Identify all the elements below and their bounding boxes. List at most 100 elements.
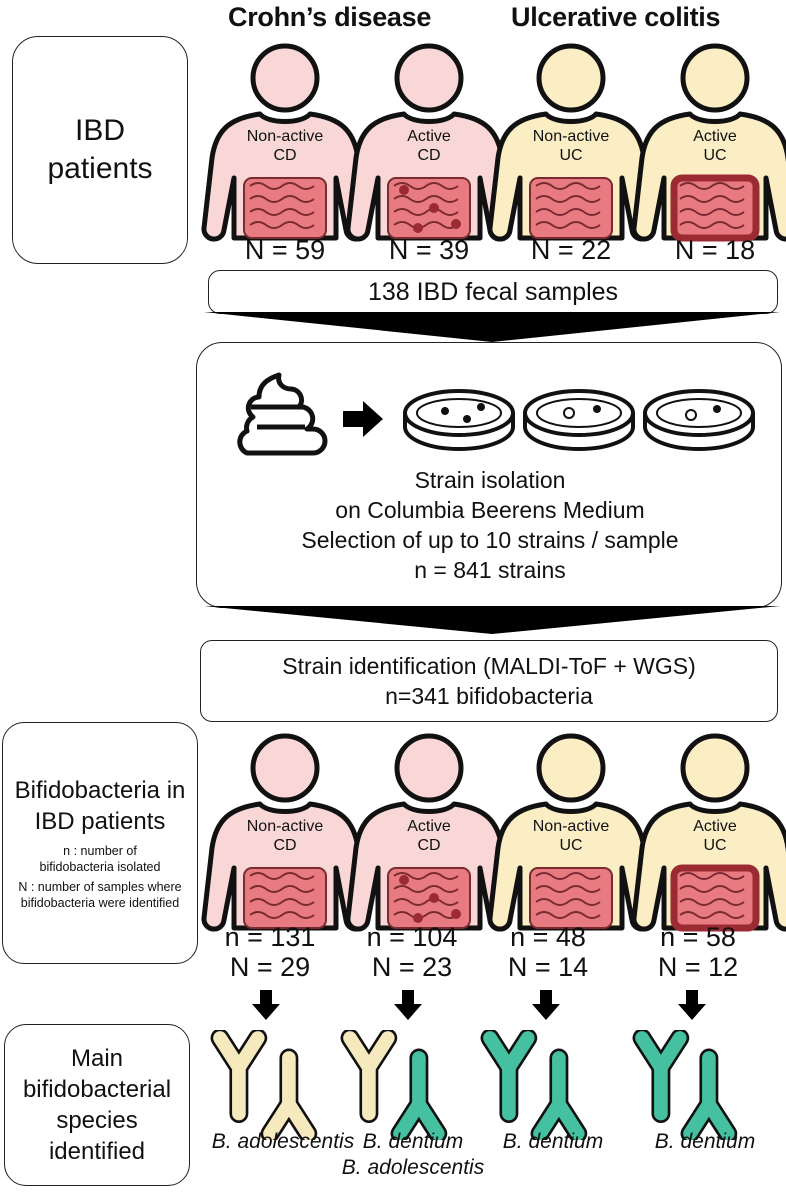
- down-arrow-icon: [532, 990, 560, 1020]
- bifido-n-2: n = 104: [366, 922, 458, 952]
- bacteria-icon: [390, 1048, 448, 1140]
- bifido-title: Bifidobacteria in IBD patients: [14, 777, 186, 835]
- ibd-patients-label: IBD patients: [47, 114, 153, 185]
- ibd-patients-box: IBD patients: [12, 36, 188, 264]
- bacteria-icon: [260, 1048, 318, 1140]
- species-icons: [210, 1030, 738, 1140]
- down-arrow-icon: [678, 990, 706, 1020]
- identification-line-2: n=341 bifidobacteria: [385, 683, 593, 709]
- group-label: UC: [559, 837, 582, 854]
- isolation-text: Strain isolation on Columbia Beerens Med…: [197, 465, 783, 585]
- right-arrow-icon: [343, 401, 383, 437]
- intestine-icon: [387, 867, 471, 929]
- intestine-icon: [243, 867, 327, 929]
- group-label: Non-active: [247, 128, 324, 145]
- bifido-N-1: N = 29: [229, 952, 311, 982]
- petri-dish-icon: [523, 389, 635, 451]
- bacteria-icon: [530, 1048, 588, 1140]
- bifido-box: Bifidobacteria in IBD patients n : numbe…: [2, 722, 198, 964]
- petri-dish-icon: [403, 389, 515, 451]
- bacteria-icon: [340, 1030, 398, 1124]
- intestine-icon: [529, 867, 613, 929]
- identification-line-1: Strain identification (MALDI-ToF + WGS): [282, 653, 696, 679]
- intestine-icon: [670, 174, 760, 242]
- bifido-n-3: n = 48: [510, 922, 586, 952]
- group-label: Non-active: [247, 818, 324, 835]
- species-label-3: B. dentium: [502, 1130, 604, 1153]
- group-label: Active: [693, 818, 737, 835]
- bifido-N-3: N = 14: [507, 952, 589, 982]
- chevron-arrow-1: [204, 312, 780, 342]
- identification-box: Strain identification (MALDI-ToF + WGS) …: [200, 640, 778, 722]
- bifido-count-2: n = 104 N = 23: [332, 922, 492, 982]
- bacteria-icon: [632, 1030, 690, 1124]
- bifido-n-4: n = 58: [660, 922, 736, 952]
- chevron-arrow-2: [204, 606, 780, 634]
- isolation-box: Strain isolation on Columbia Beerens Med…: [196, 342, 782, 608]
- group-label: UC: [703, 147, 726, 164]
- isolation-line-3: Selection of up to 10 strains / sample: [301, 527, 679, 553]
- down-arrow-icon: [394, 990, 422, 1020]
- petri-dish-icon: [643, 389, 755, 451]
- count-top-1: N = 59: [244, 235, 326, 265]
- bifido-note-2: N : number of samples where bifidobacter…: [18, 880, 182, 910]
- bifido-n-1: n = 131: [224, 922, 316, 952]
- header-crohns: Crohn’s disease: [228, 2, 432, 32]
- down-arrows: [252, 990, 706, 1020]
- group-label: Non-active: [533, 818, 610, 835]
- intestine-icon: [670, 864, 760, 932]
- isolation-line-2: on Columbia Beerens Medium: [335, 497, 645, 523]
- group-label: CD: [417, 147, 440, 164]
- bacteria-icon: [680, 1048, 738, 1140]
- group-label: UC: [703, 837, 726, 854]
- group-label: Active: [407, 818, 451, 835]
- bacteria-icon: [480, 1030, 538, 1124]
- species-label-2: B. dentium: [362, 1130, 464, 1153]
- bifido-N-4: N = 12: [657, 952, 739, 982]
- bifido-count-1: n = 131 N = 29: [190, 922, 350, 982]
- count-top-4: N = 18: [674, 235, 756, 265]
- poop-icon: [237, 372, 328, 456]
- count-top-3: N = 22: [530, 235, 612, 265]
- samples-bar: 138 IBD fecal samples: [208, 270, 778, 314]
- isolation-icons: [237, 372, 755, 456]
- count-top-2: N = 39: [388, 235, 470, 265]
- group-label: CD: [273, 147, 296, 164]
- bifido-note-1: n : number of bifidobacteria isolated: [39, 844, 161, 874]
- group-label: Active: [693, 128, 737, 145]
- bifido-count-4: n = 58 N = 12: [618, 922, 778, 982]
- bifido-count-3: n = 48 N = 14: [468, 922, 628, 982]
- group-label: Non-active: [533, 128, 610, 145]
- species-label-1: B. adolescentis: [211, 1130, 355, 1153]
- down-arrow-icon: [252, 990, 280, 1020]
- header-uc: Ulcerative colitis: [511, 2, 721, 32]
- species-label-2b: B. adolescentis: [341, 1156, 485, 1179]
- species-label-4: B. dentium: [654, 1130, 756, 1153]
- samples-label: 138 IBD fecal samples: [367, 277, 619, 306]
- group-label: CD: [273, 837, 296, 854]
- species-title: Main bifidobacterial species identified: [22, 1045, 172, 1165]
- intestine-icon: [529, 177, 613, 239]
- intestine-icon: [387, 177, 471, 239]
- group-label: Active: [407, 128, 451, 145]
- isolation-line-4: n = 841 strains: [414, 557, 566, 583]
- bifido-N-2: N = 23: [371, 952, 453, 982]
- group-label: UC: [559, 147, 582, 164]
- isolation-line-1: Strain isolation: [414, 467, 566, 493]
- species-box: Main bifidobacterial species identified: [4, 1024, 190, 1186]
- bacteria-icon: [210, 1030, 268, 1124]
